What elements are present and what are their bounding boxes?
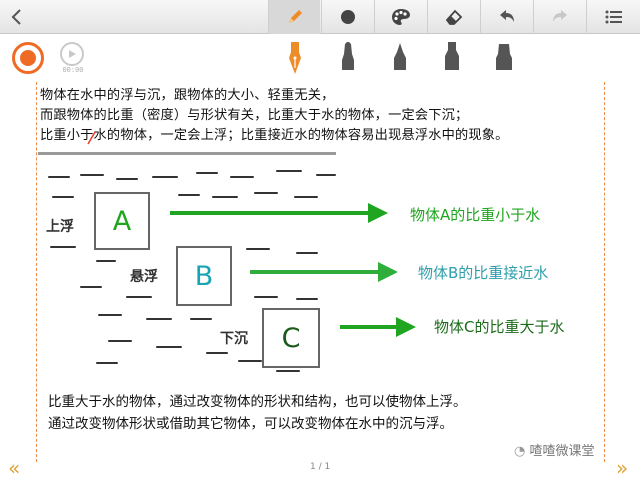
water-dash	[190, 318, 212, 320]
arrow-a-line	[170, 211, 370, 215]
water-dash	[156, 346, 182, 348]
chevron-left-icon	[11, 9, 21, 25]
eraser-button[interactable]	[427, 0, 479, 34]
arrow-a-icon	[368, 203, 388, 223]
section-divider	[38, 152, 336, 155]
arrow-b-line	[250, 270, 380, 274]
watermark: ◔ 喳喳微课堂	[510, 438, 599, 461]
redo-icon	[552, 10, 567, 22]
undo-button[interactable]	[480, 0, 532, 34]
water-dash	[238, 360, 262, 362]
note-b: 物体B的比重接近水	[418, 264, 549, 282]
water-dash	[254, 192, 278, 194]
eraser-icon	[445, 9, 462, 25]
water-dash	[212, 196, 238, 198]
page-right-guide	[604, 82, 605, 462]
watermark-text: 喳喳微课堂	[529, 444, 595, 459]
play-button[interactable]	[60, 42, 84, 66]
water-dash	[98, 314, 122, 316]
record-timer: 00:00	[62, 67, 84, 75]
intro-line-2: 而跟物体的比重（密度）与形状有关，比重大于水的物体，一定会下沉；	[40, 108, 469, 123]
page-indicator: 1 / 1	[310, 462, 331, 472]
pencil-icon	[288, 10, 302, 23]
arrow-c-line	[340, 325, 398, 329]
palette-icon	[391, 9, 410, 25]
red-cursor-mark	[87, 131, 96, 145]
object-c-box: C	[262, 308, 320, 368]
marker-pen-icon[interactable]	[336, 40, 360, 76]
top-toolbar	[0, 0, 640, 34]
note-a: 物体A的比重小于水	[410, 206, 541, 224]
page-left-guide	[36, 82, 37, 462]
arrow-b-icon	[378, 262, 398, 282]
object-b-box: B	[176, 246, 232, 306]
highlighter-icon[interactable]	[440, 40, 464, 76]
redo-button[interactable]	[533, 0, 585, 34]
record-icon	[20, 50, 36, 66]
brush-pen-icon[interactable]	[388, 40, 412, 76]
water-dash	[296, 298, 318, 300]
wechat-icon: ◔	[514, 444, 526, 459]
water-dash	[230, 176, 254, 178]
object-b-letter: B	[194, 260, 214, 292]
play-icon	[69, 50, 76, 58]
water-dash	[80, 286, 102, 288]
water-dash	[178, 194, 200, 196]
water-dash	[206, 352, 228, 354]
water-dash	[276, 370, 300, 372]
conclusion-line-1: 比重大于水的物体，通过改变物体的形状和结构，也可以使物体上浮。	[48, 394, 467, 410]
water-dash	[276, 170, 302, 172]
water-dash	[294, 196, 318, 198]
water-dash	[80, 174, 104, 176]
water-dash	[96, 260, 116, 262]
more-icon	[605, 10, 622, 24]
object-c-letter: C	[281, 322, 301, 354]
water-dash	[96, 362, 118, 364]
fountain-pen-icon[interactable]	[283, 40, 307, 76]
wide-marker-icon[interactable]	[492, 40, 516, 76]
intro-line-1: 物体在水中的浮与沉，跟物体的大小、轻重无关，	[40, 88, 335, 103]
water-dash	[116, 178, 138, 180]
note-c: 物体C的比重大于水	[434, 318, 565, 336]
more-button[interactable]	[586, 0, 640, 34]
pen-tool-button[interactable]	[268, 0, 320, 34]
back-button[interactable]	[0, 0, 34, 34]
water-dash	[254, 296, 278, 298]
record-button[interactable]	[12, 42, 44, 74]
water-dash	[152, 176, 178, 178]
state-label-c: 下沉	[220, 331, 248, 347]
state-label-b: 悬浮	[130, 269, 158, 285]
water-dash	[196, 172, 218, 174]
brush-size-button[interactable]	[321, 0, 373, 34]
intro-line-3: 比重小于水的物体，一定会上浮；比重接近水的物体容易出现悬浮水中的现象。	[40, 128, 509, 143]
undo-icon	[499, 10, 514, 22]
state-label-a: 上浮	[46, 219, 74, 235]
water-dash	[108, 340, 132, 342]
water-dash	[126, 296, 152, 298]
prev-page-icon[interactable]: «	[8, 456, 21, 480]
tool-options-bar	[0, 34, 640, 80]
water-dash	[316, 174, 336, 176]
color-palette-button[interactable]	[374, 0, 426, 34]
dot-icon	[340, 10, 355, 24]
water-dash	[52, 196, 74, 198]
water-dash	[48, 176, 70, 178]
arrow-c-icon	[396, 317, 416, 337]
conclusion-line-2: 通过改变物体形状或借助其它物体，可以改变物体在水中的沉与浮。	[48, 416, 453, 432]
next-page-icon[interactable]: »	[616, 456, 629, 480]
water-dash	[246, 248, 270, 250]
water-dash	[296, 252, 318, 254]
object-a-box: A	[94, 192, 150, 250]
water-dash	[146, 318, 172, 320]
object-a-letter: A	[112, 205, 132, 237]
water-dash	[50, 246, 76, 248]
